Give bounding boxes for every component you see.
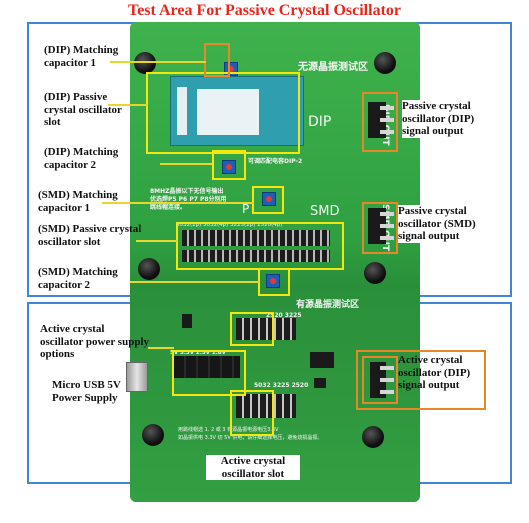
smd-pad-strip	[182, 250, 330, 262]
dip-cap2-trimmer[interactable]	[222, 160, 236, 174]
dip-cap1-highlight	[204, 43, 230, 77]
dip-cap2-highlight	[212, 150, 246, 180]
leader-line	[110, 61, 206, 63]
header-pin	[380, 118, 394, 122]
pcb-vsel-text: 5V 3.3V 2.5V 1.8V	[170, 350, 226, 356]
smd-cap1-highlight	[252, 186, 284, 214]
mounting-post	[134, 52, 156, 74]
dip-out-highlight	[362, 92, 398, 152]
pcb-smd-sizes: 5032(2p) 5032(4p) 3225(2p) 2520(4p)	[176, 222, 283, 228]
smd-out-header	[368, 208, 394, 244]
label-active-out: Active crystal oscillator (DIP) signal o…	[398, 354, 471, 391]
pcb-board: 无源晶振测试区 DIP DIP OUT 可调匹配电容DIP-2 8MHZ晶振以下…	[126, 22, 420, 502]
smd-pad-strip	[182, 230, 330, 246]
label-dip-out: Passive crystal oscillator (DIP) signal …	[402, 100, 488, 138]
label-dip-slot: (DIP) Passive crystal oscillator slot	[44, 91, 122, 128]
header-pin	[380, 390, 394, 394]
leader-line	[102, 202, 254, 204]
dip-socket	[170, 76, 304, 146]
pcb-note2: 优选焊P5 P6 P7 P8分别用	[150, 196, 227, 203]
active-slot-highlight	[230, 390, 274, 436]
power-opts-highlight	[172, 350, 246, 396]
label-usb: Micro USB 5V Power Supply	[52, 379, 121, 404]
label-dip-cap1: (DIP) Matching capacitor 1	[44, 44, 119, 69]
socket-cavity	[197, 89, 259, 135]
ic-chip	[310, 352, 334, 368]
mounting-post	[138, 258, 160, 280]
active-top-highlight	[230, 312, 274, 346]
ic-chip	[182, 314, 192, 328]
header-pin	[380, 212, 394, 216]
header-pin	[380, 106, 394, 110]
socket-lever	[177, 87, 187, 135]
mounting-post	[362, 426, 384, 448]
ic-chip	[314, 378, 326, 388]
pcb-smd-text: SMD	[310, 204, 340, 219]
label-power-opts: Active crystal oscillator power supply o…	[40, 323, 149, 360]
dip-slot-highlight	[146, 72, 300, 154]
pcb-note1: 8MHZ晶振以下无信号输出	[150, 188, 224, 195]
label-smd-cap1: (SMD) Matching capacitor 1	[38, 189, 118, 214]
passive-area-title: Test Area For Passive Crystal Oscillator	[128, 2, 401, 19]
active-out-header-box	[362, 356, 398, 404]
label-smd-slot: (SMD) Passive crystal oscillator slot	[38, 223, 142, 248]
smd-slot-highlight	[176, 222, 344, 270]
pcb-sizes-bottom: 5032 3225 2520	[254, 382, 309, 389]
active-osc-pads-bottom	[236, 394, 296, 418]
leader-line	[136, 240, 178, 242]
leader-line	[160, 163, 212, 165]
label-active-slot: Active crystal oscillator slot	[206, 455, 300, 480]
mounting-post	[142, 424, 164, 446]
pcb-passive-area-text: 无源晶振测试区	[298, 62, 368, 73]
pcb-note3: 跳线帽连接。	[150, 204, 187, 211]
leader-line	[108, 104, 148, 106]
header-pin	[380, 366, 394, 370]
header-pin	[380, 130, 394, 134]
active-osc-pads-top	[236, 318, 296, 340]
smd-cap2-highlight	[258, 268, 290, 296]
pcb-active-area-text: 有源晶振测试区	[296, 300, 360, 310]
label-dip-cap2: (DIP) Matching capacitor 2	[44, 146, 119, 171]
label-smd-cap2: (SMD) Matching capacitor 2	[38, 266, 118, 291]
label-smd-out: Passive crystal oscillator (SMD) signal …	[398, 205, 498, 243]
active-out-header	[370, 362, 394, 398]
header-pin	[380, 236, 394, 240]
pcb-bottom-note1: 用跳线帽选 1. 2 或 3 有源晶振电源电压3.3V	[178, 427, 279, 433]
smd-out-highlight	[362, 202, 398, 254]
leader-line	[148, 347, 174, 349]
pcb-dip-text: DIP	[308, 114, 332, 130]
dip-out-header	[368, 102, 394, 138]
header-pin	[380, 224, 394, 228]
pcb-sizes-top: 2520 3225	[266, 312, 302, 319]
voltage-select-header[interactable]	[174, 356, 240, 378]
smd-cap2-trimmer[interactable]	[266, 274, 280, 288]
pcb-bottom-note2: 如晶振供电 3.3V 切 5V 供电，请仔细选择电压，避免烧损晶振。	[178, 435, 323, 441]
micro-usb-port[interactable]	[126, 362, 148, 392]
smd-cap1-trimmer[interactable]	[262, 192, 276, 206]
mounting-post	[364, 262, 386, 284]
mounting-post	[374, 52, 396, 74]
leader-line	[130, 281, 260, 283]
pcb-dip2-text: 可调匹配电容DIP-2	[248, 158, 303, 165]
pcb-p-text: P	[242, 202, 250, 216]
header-pin	[380, 378, 394, 382]
active-out-highlight	[356, 350, 486, 410]
